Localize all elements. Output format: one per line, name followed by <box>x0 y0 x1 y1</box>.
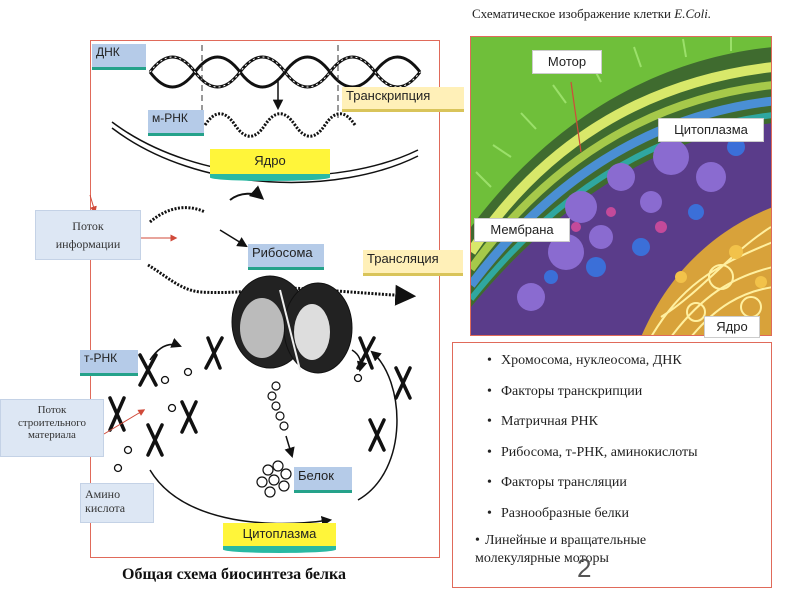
component-list-item: Факторы трансляции <box>481 473 771 504</box>
label-nucleus-text: Ядро <box>254 153 286 168</box>
cell-illustration <box>471 37 771 335</box>
polypeptide-chain <box>267 381 289 431</box>
label-nucleus: Ядро <box>210 149 330 181</box>
component-list-item: Разнообразные белки <box>481 504 771 535</box>
label-amino-acid: Амино кислота <box>80 483 154 523</box>
label-material-flow: Поток строительного материала <box>0 399 104 457</box>
cell-image-title-species: E.Coli. <box>674 6 712 21</box>
biosynthesis-diagram <box>89 45 422 527</box>
label-mrna: м-РНК <box>148 110 204 136</box>
ribosome <box>231 275 353 374</box>
mrna-wave <box>203 112 357 138</box>
label-information-flow-line2: информации <box>55 237 121 251</box>
component-list-item: Рибосома, т-РНК, аминокислоты <box>481 443 771 474</box>
component-list-item: Матричная РНК <box>481 412 771 443</box>
label-dna: ДНК <box>92 44 146 70</box>
label-cytoplasm: Цитоплазма <box>223 523 336 553</box>
slide-number: 2 <box>577 553 592 583</box>
biosynthesis-diagram-frame <box>90 40 440 558</box>
trna-molecules <box>108 336 412 457</box>
label-trna: т-РНК <box>80 350 138 376</box>
trna-cycle-loop <box>357 350 398 501</box>
label-information-flow: Поток информации <box>35 210 141 260</box>
component-list: Хромосома, нуклеосома, ДНК Факторы транс… <box>481 351 771 534</box>
cell-image-title-text: Схематическое изображение клетки <box>472 6 672 21</box>
component-list-item: Факторы транскрипции <box>481 382 771 413</box>
component-list-last-item-line1: Линейные и вращательные <box>485 533 647 548</box>
label-amino-acid-line1: Амино <box>85 487 121 501</box>
label-cytoplasm-text: Цитоплазма <box>242 526 317 541</box>
component-list-last-item-line2: молекулярные моторы <box>475 551 609 566</box>
cell-image-title: Схематическое изображение клетки E.Coli. <box>472 6 772 22</box>
label-material-flow-line2: строительного <box>17 416 87 429</box>
amino-acid-dots <box>113 367 363 473</box>
label-translation: Трансляция <box>363 250 463 276</box>
protein-globule <box>256 460 292 498</box>
biosynthesis-caption: Общая схема биосинтеза белка <box>122 566 346 583</box>
component-list-last-item: • Линейные и вращательные молекулярные м… <box>475 532 765 568</box>
label-transcription: Транскрипция <box>342 87 464 112</box>
label-material-flow-line3: материала <box>28 429 76 442</box>
dna-helix <box>148 55 422 89</box>
cell-illustration-frame <box>470 36 772 336</box>
label-amino-acid-line2: кислота <box>85 500 126 515</box>
cell-label-cytoplasm: Цитоплазма <box>658 118 764 142</box>
label-ribosome: Рибосома <box>248 244 324 270</box>
label-information-flow-line1: Поток <box>72 219 104 233</box>
component-list-item: Хромосома, нуклеосома, ДНК <box>481 351 771 382</box>
label-material-flow-line1: Поток <box>37 404 67 416</box>
cell-label-nucleus: Ядро <box>704 316 760 338</box>
label-protein: Белок <box>294 467 352 493</box>
cell-label-motor: Мотор <box>532 50 602 74</box>
cell-label-membrane: Мембрана <box>474 218 570 242</box>
component-list-frame: Хромосома, нуклеосома, ДНК Факторы транс… <box>452 342 772 588</box>
